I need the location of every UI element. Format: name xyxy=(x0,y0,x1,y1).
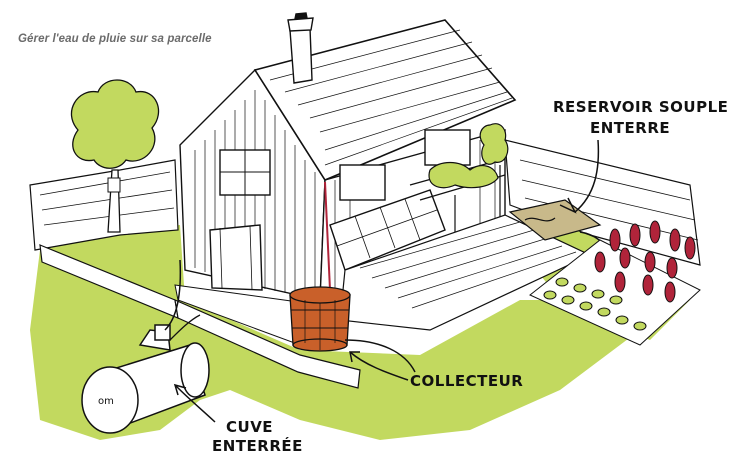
reservoir-label-line1: RESERVOIR SOUPLE xyxy=(553,98,728,116)
rain-barrel xyxy=(290,287,350,351)
tank-marking: om xyxy=(98,396,114,407)
caption: Gérer l'eau de pluie sur sa parcelle xyxy=(18,33,212,45)
tank-label-line1: CUVE xyxy=(226,418,273,436)
tank-label-line2: ENTERRÉE xyxy=(212,436,303,455)
reservoir-label-line2: ENTERRE xyxy=(590,119,670,137)
collector-label: COLLECTEUR xyxy=(410,372,523,390)
